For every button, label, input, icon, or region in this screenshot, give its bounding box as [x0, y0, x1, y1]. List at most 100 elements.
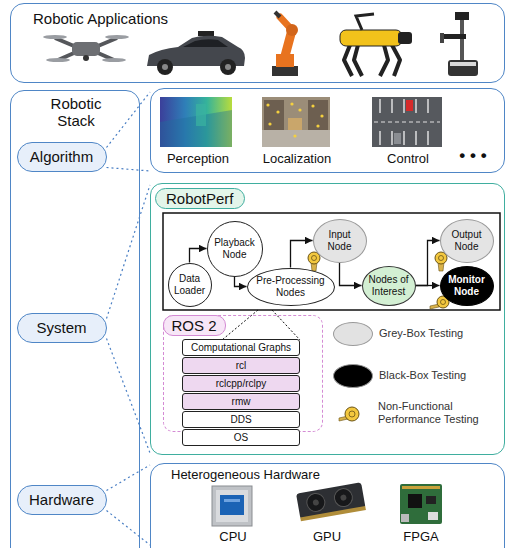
dotted-leader	[107, 511, 151, 546]
car-illustration	[183, 39, 228, 47]
warehouse-image	[262, 97, 330, 147]
car-illustration	[157, 59, 173, 75]
stack-layer: DDS	[182, 411, 300, 428]
stack-layer: rmw	[182, 393, 300, 410]
cpu-illustration	[220, 495, 244, 515]
legend-entry: Black-Box Testing	[333, 364, 503, 394]
dotted-leader	[107, 168, 151, 172]
robot-arm-illustration	[272, 66, 298, 76]
fpga-illustration	[402, 486, 440, 489]
warehouse-image	[288, 118, 302, 130]
warehouse-image	[320, 114, 323, 117]
car-illustration	[162, 64, 168, 70]
warehouse-image	[293, 134, 296, 137]
fpga-illustration	[400, 484, 442, 524]
warehouse-image	[264, 100, 284, 130]
drone-illustration	[105, 35, 129, 39]
warehouse-image	[276, 110, 279, 113]
node-label: OS	[234, 432, 248, 444]
warehouse-image	[308, 100, 328, 130]
robot-arm-illustration	[286, 24, 298, 36]
parking-lot-image	[372, 97, 442, 147]
node-label: System	[36, 319, 86, 336]
fpga-illustration	[401, 514, 409, 522]
mobile-manipulator-illustration	[440, 12, 478, 76]
graph-node: Input Node	[313, 219, 367, 263]
warehouse-image	[266, 103, 269, 106]
node-label: Monitor Node	[445, 274, 489, 297]
mobile-manipulator-illustration	[442, 34, 466, 39]
cpu-illustration	[212, 486, 252, 526]
node-label: Computational Graphs	[191, 342, 291, 354]
node-label: Input Node	[318, 229, 362, 252]
quadruped-illustration	[356, 14, 374, 30]
gpu-illustration	[333, 487, 354, 508]
node-label: Algorithm	[30, 148, 93, 165]
graph-node: Playback Node	[207, 221, 263, 277]
node-label: Playback Node	[212, 237, 258, 260]
node-label: rclcpp/rclpy	[216, 378, 267, 390]
dotted-leader	[107, 465, 151, 491]
legend-label: Black-Box Testing	[379, 369, 499, 382]
depth-image	[160, 97, 232, 147]
mobile-manipulator-illustration	[450, 62, 476, 66]
legend-label: Non-Functional Performance Testing	[378, 400, 496, 425]
gpu-illustration	[296, 482, 366, 521]
legend-entry: Non-Functional Performance Testing	[333, 400, 503, 430]
graph-node: Nodes of Interest	[362, 266, 416, 306]
node-label: DDS	[230, 414, 251, 426]
warehouse-image	[316, 124, 319, 127]
warehouse-image	[290, 102, 293, 105]
parking-lot-image	[372, 97, 442, 147]
quadruped-illustration	[398, 32, 412, 44]
stack-layer: OS	[182, 429, 300, 446]
stack-layer: rcl	[182, 357, 300, 374]
drone-illustration	[55, 38, 117, 60]
drone-illustration	[102, 58, 126, 62]
legend-tape-icon	[345, 407, 359, 421]
drone-illustration	[83, 55, 89, 61]
fpga-illustration	[408, 494, 422, 508]
node-label: rmw	[232, 396, 251, 408]
mobile-manipulator-illustration	[455, 12, 469, 20]
graph-node: Monitor Node	[440, 266, 494, 306]
warehouse-image	[262, 97, 330, 147]
image-caption: FPGA	[397, 530, 445, 545]
quadruped-illustration	[340, 14, 412, 76]
ros2-box: Computational Graphs rcl rclcpp/rclpy rmwDD…	[163, 315, 323, 432]
graph-node: Output Node	[440, 219, 494, 263]
image-caption: GPU	[299, 530, 355, 545]
dotted-leader	[107, 339, 151, 454]
node-label: Output Node	[445, 229, 489, 252]
parking-lot-image	[394, 133, 401, 144]
drone-illustration	[43, 35, 67, 39]
algorithm-panel: PerceptionLocalizationControl• • •	[150, 88, 505, 173]
panel-title: Robotic Applications	[33, 10, 168, 27]
cpu-illustration	[212, 486, 252, 526]
robotic-stack-panel: AlgorithmSystemHardwareRobotic Stack	[10, 90, 140, 548]
dotted-leader	[107, 92, 151, 148]
flow-arrow	[416, 241, 440, 286]
flow-arrow	[416, 285, 440, 286]
legend-swatch	[333, 364, 373, 388]
flow-arrow	[340, 263, 362, 286]
graph-frame	[163, 213, 500, 310]
node-label: Data Loader	[173, 273, 207, 296]
legend-label: Grey-Box Testing	[379, 327, 499, 340]
image-caption: Localization	[257, 152, 337, 167]
robot-arm-illustration	[275, 12, 280, 17]
robot-arm-illustration	[272, 12, 298, 76]
warehouse-image	[298, 108, 301, 111]
node-label: Hardware	[29, 491, 94, 508]
depth-image	[160, 97, 232, 147]
legend-entry: Grey-Box Testing	[333, 322, 503, 352]
layer-pill: System	[17, 313, 107, 343]
image-caption: Control	[369, 152, 447, 167]
flow-arrow	[235, 277, 247, 287]
tape-measure-icon	[439, 256, 444, 261]
car-illustration	[147, 31, 245, 75]
ellipsis-mark: • • •	[451, 146, 495, 166]
layer-pill: Hardware	[17, 485, 107, 515]
fpga-illustration	[400, 484, 442, 524]
